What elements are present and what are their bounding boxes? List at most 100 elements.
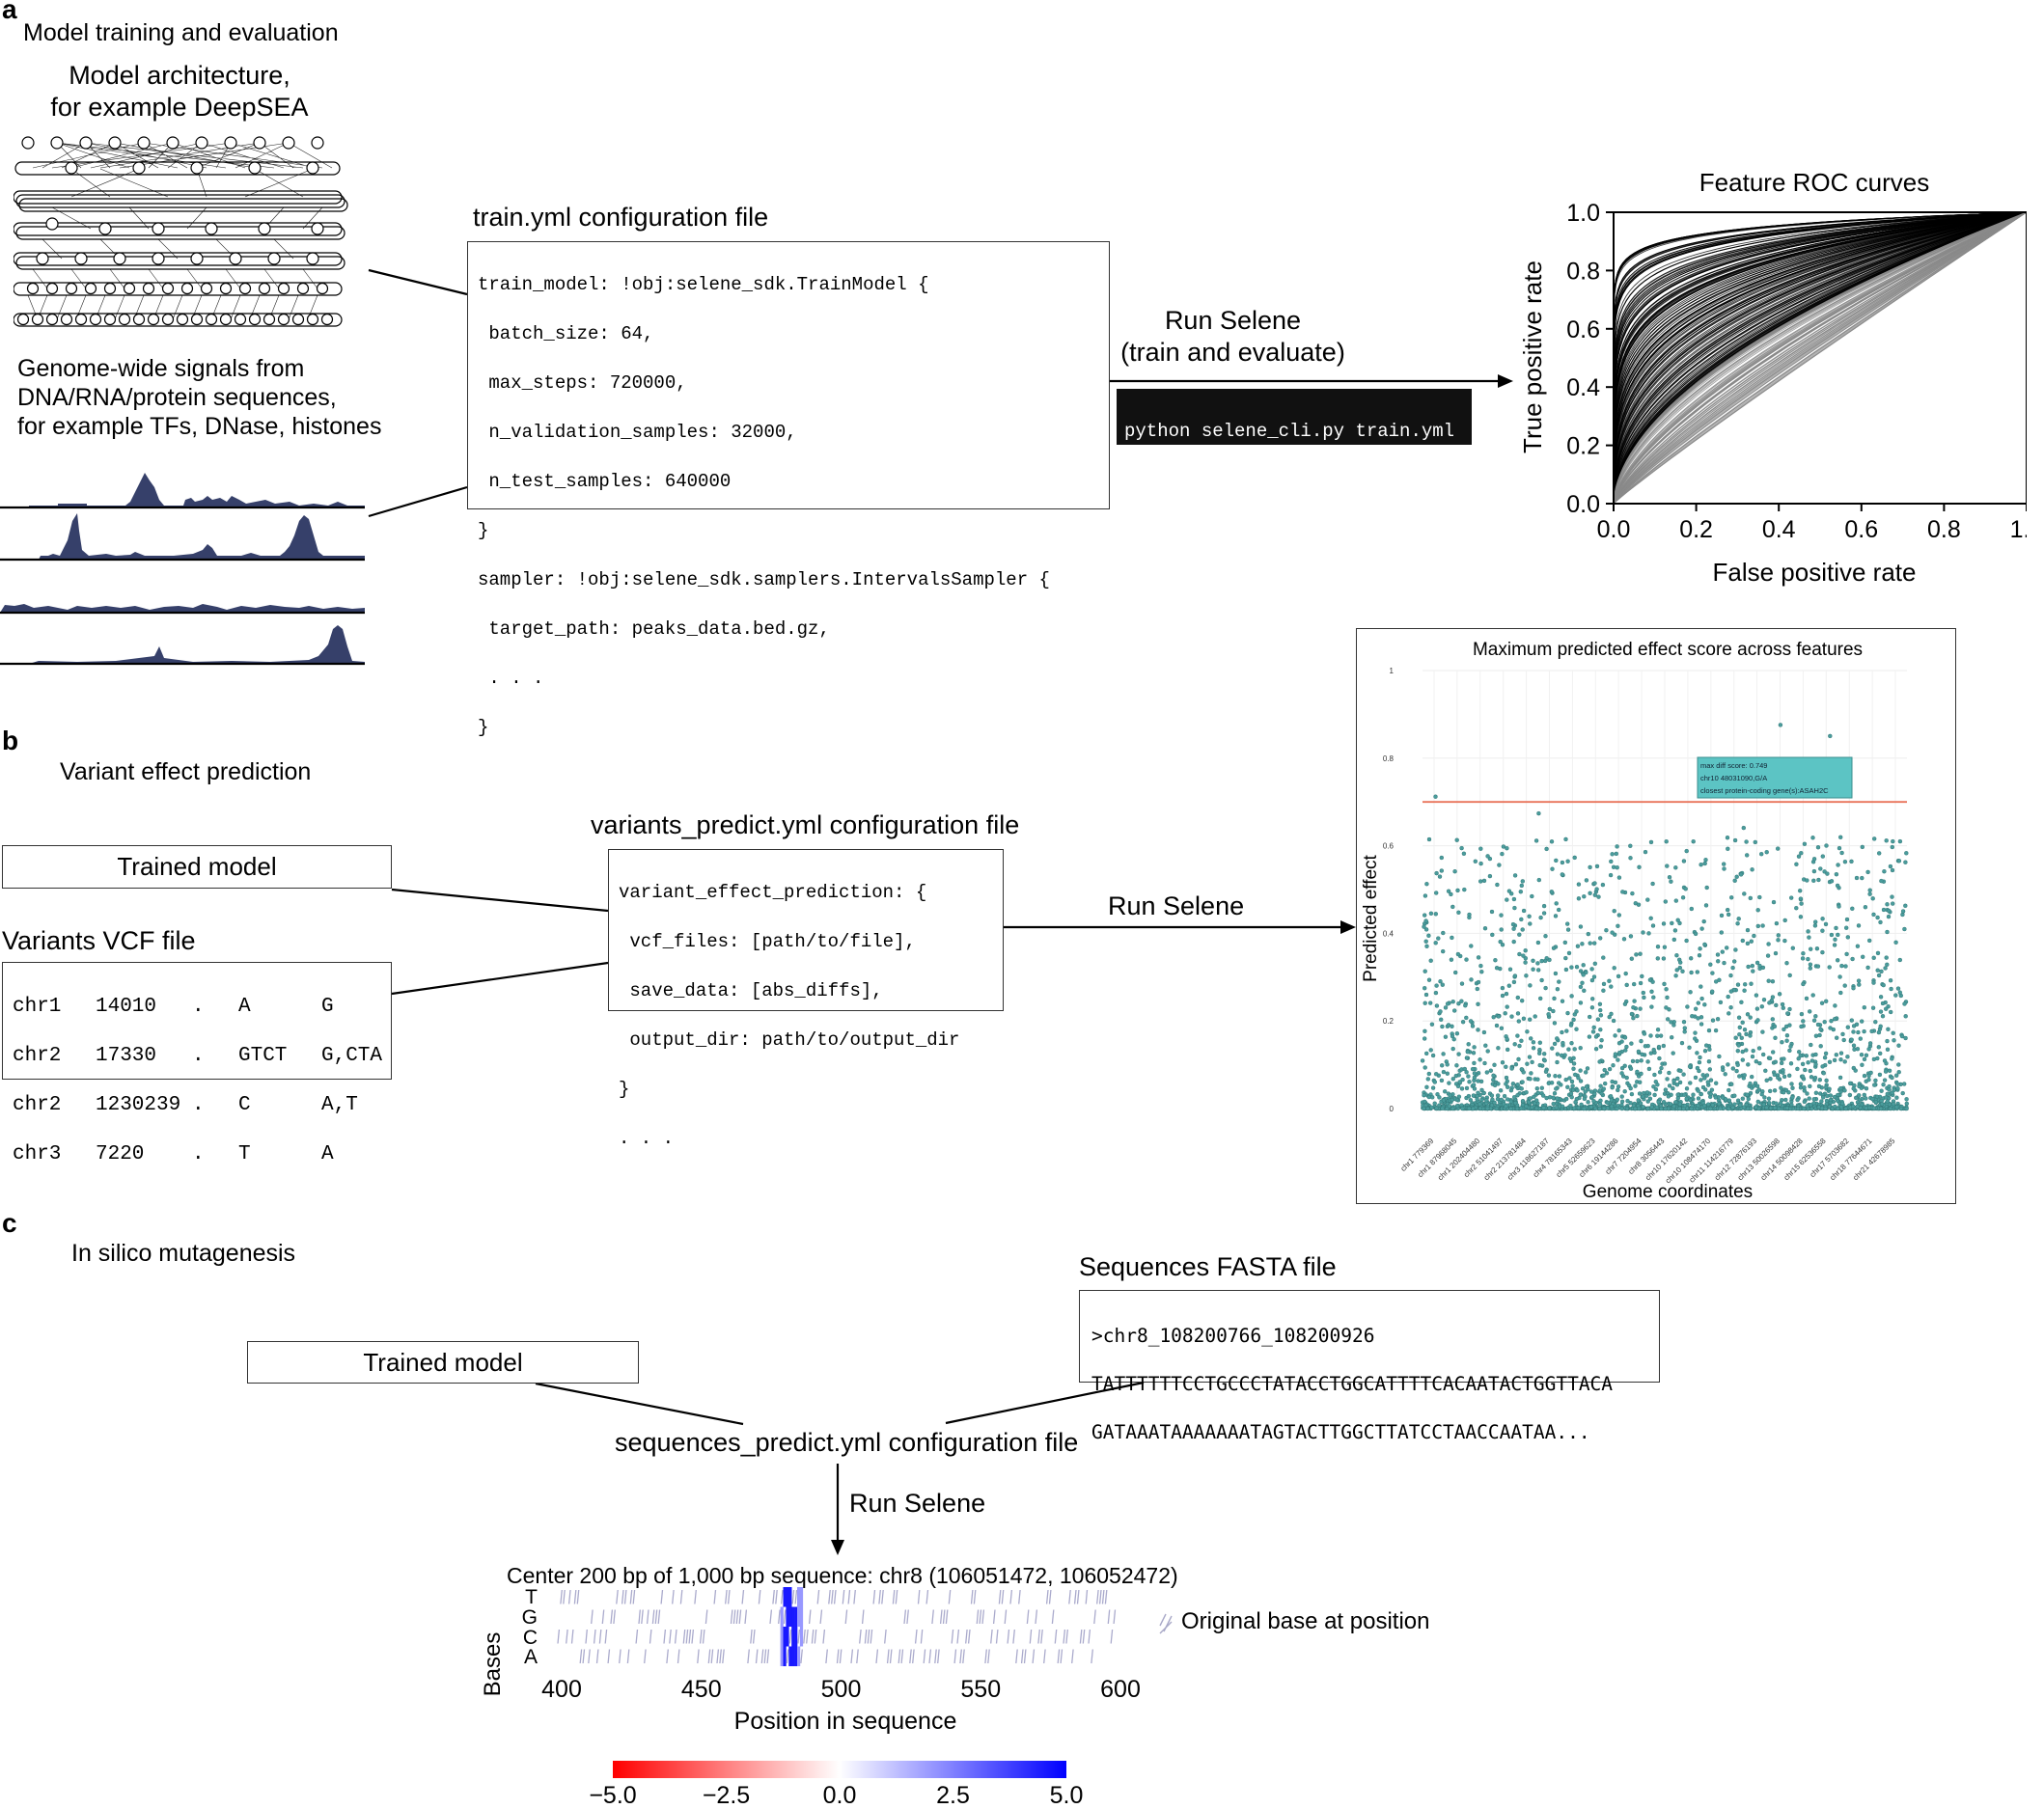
scatter-point — [1745, 1012, 1751, 1017]
scatter-point — [1805, 1104, 1809, 1109]
scatter-point — [1671, 1051, 1675, 1055]
scatter-point — [1464, 1015, 1469, 1021]
scatter-point — [1582, 1106, 1587, 1111]
scatter-point — [1754, 1105, 1758, 1110]
scatter-point — [1720, 1095, 1726, 1100]
scatter-point — [1744, 1048, 1749, 1053]
scatter-point — [1806, 929, 1810, 934]
scatter-point — [1611, 1063, 1616, 1068]
scatter-point — [1628, 1066, 1634, 1071]
roc-y-tick-label: 0.6 — [1566, 316, 1600, 343]
scatter-point — [1505, 1036, 1509, 1042]
scatter-point — [1543, 985, 1548, 991]
vcf-cell: T — [238, 1142, 251, 1165]
scatter-point — [1871, 1056, 1877, 1062]
heatmap-effect-cell — [780, 1606, 784, 1627]
scatter-point — [1564, 921, 1570, 926]
scatter-point — [1733, 1035, 1738, 1040]
scatter-point — [1768, 1077, 1773, 1082]
scatter-point — [1887, 1087, 1892, 1092]
heatmap-original-base — [674, 1629, 677, 1644]
scatter-point — [1702, 1103, 1707, 1109]
roc-curve — [1613, 211, 2027, 505]
scatter-point — [1638, 951, 1643, 956]
scatter-point — [1890, 1090, 1894, 1095]
scatter-point — [1455, 888, 1460, 893]
scatter-point — [1543, 1069, 1549, 1074]
scatter-point — [1659, 1106, 1664, 1111]
heatmap-original-base — [819, 1609, 823, 1625]
heatmap-original-base — [783, 1609, 787, 1625]
scatter-point — [1525, 1061, 1530, 1066]
roc-curve — [1613, 211, 2027, 505]
scatter-point — [1773, 1059, 1778, 1064]
scatter-point — [1806, 956, 1810, 962]
scatter-point — [1883, 1069, 1889, 1074]
scatter-point — [1755, 1099, 1760, 1105]
scatter-point — [1868, 1070, 1873, 1076]
scatter-point — [1673, 865, 1678, 870]
scatter-point — [1500, 993, 1505, 999]
scatter-point — [1605, 1100, 1610, 1106]
scatter-point — [1851, 1029, 1856, 1034]
scatter-point — [1609, 984, 1614, 989]
scatter-point — [1837, 904, 1841, 909]
scatter-point — [1459, 845, 1464, 851]
roc-curve — [1613, 211, 2027, 505]
scatter-point — [1903, 903, 1908, 908]
scatter-point — [1827, 1086, 1832, 1091]
scatter-point — [1551, 946, 1557, 950]
heatmap-original-base — [884, 1629, 887, 1644]
scatter-point — [1531, 967, 1535, 972]
roc-curve — [1613, 211, 2027, 505]
scatter-point — [1700, 1084, 1706, 1090]
scatter-point — [1531, 958, 1535, 963]
scatter-point — [1766, 1096, 1772, 1101]
scatter-point — [1616, 875, 1622, 880]
scatter-point — [1568, 1091, 1574, 1096]
panel-c-title: In silico mutagenesis — [71, 1240, 296, 1267]
scatter-point — [1624, 982, 1629, 988]
scatter-point — [1569, 1079, 1575, 1084]
scatter-point — [1870, 1005, 1876, 1010]
scatter-point — [1883, 966, 1888, 971]
scatter-point — [1697, 1059, 1702, 1065]
scatter-point — [1554, 1105, 1560, 1110]
scatter-point — [1790, 1085, 1795, 1090]
scatter-point — [1656, 1044, 1662, 1050]
scatter-point — [1796, 1056, 1801, 1061]
scatter-point — [1546, 1073, 1552, 1078]
scatter-point — [1715, 1017, 1721, 1022]
heatmap-original-base — [998, 1589, 1002, 1604]
scatter-point — [1516, 1019, 1522, 1024]
heatmap-original-base — [1032, 1649, 1036, 1664]
scatter-point — [1839, 1101, 1845, 1106]
scatter-point — [1817, 1078, 1822, 1083]
scatter-point — [1776, 1075, 1781, 1081]
scatter-point — [1824, 1078, 1829, 1083]
scatter-point — [1440, 1106, 1445, 1110]
scatter-point — [1425, 1106, 1430, 1111]
signals-line1: Genome-wide signals from — [17, 355, 305, 382]
scatter-point — [1430, 1053, 1436, 1058]
heatmap-original-base — [766, 1649, 770, 1664]
track-3-signal — [0, 604, 365, 613]
run-sequences-label: Run Selene — [849, 1489, 986, 1518]
scatter-point — [1755, 1018, 1760, 1023]
scatter-point — [1552, 1021, 1558, 1026]
scatter-point — [1833, 1003, 1837, 1008]
scatter-point — [1423, 927, 1429, 932]
scatter-point — [1541, 903, 1547, 909]
scatter-point — [1612, 966, 1616, 971]
scatter-point — [1832, 1057, 1837, 1063]
scatter-point — [1794, 862, 1799, 867]
heatmap-original-base — [878, 1589, 881, 1604]
scatter-point — [1787, 1048, 1792, 1054]
scatter-point — [1422, 1106, 1426, 1111]
roc-curves — [1613, 211, 2027, 505]
scatter-point — [1768, 1088, 1773, 1094]
scatter-point — [1800, 956, 1806, 961]
variants-config-title: variants_predict.yml configuration file — [591, 810, 1020, 839]
scatter-point — [1533, 838, 1539, 843]
